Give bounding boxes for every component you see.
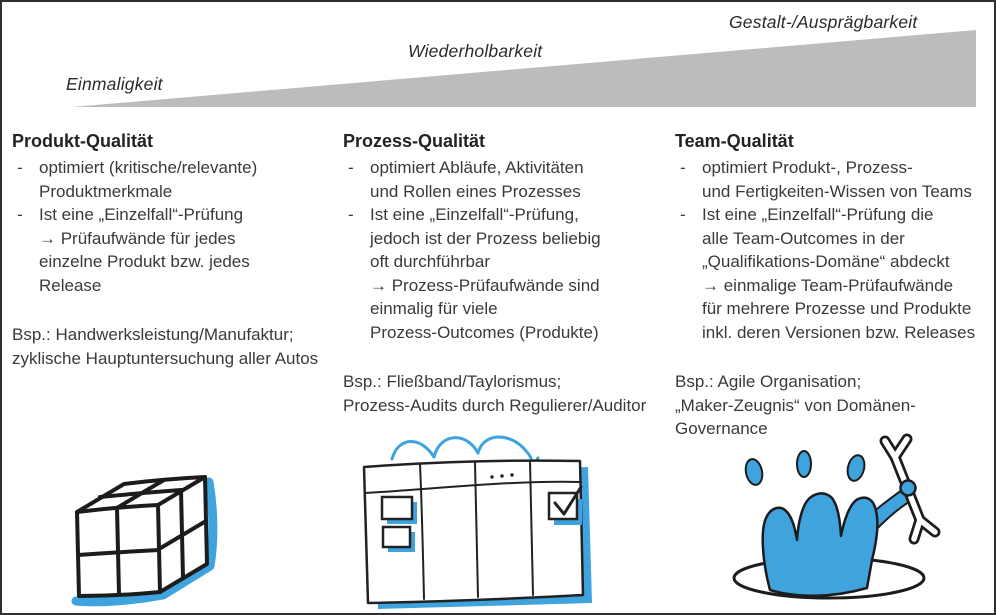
kanban-card (380, 495, 414, 521)
column-title: Team-Qualität (675, 131, 794, 151)
ramp-label-wiederholbarkeit: Wiederholbarkeit (408, 41, 543, 61)
example-text: Bsp.: Handwerksleistung/Manufaktur;zykli… (12, 325, 319, 368)
bullet-text: Ist eine „Einzelfall“-Prüfung→ Prüfaufwä… (39, 205, 250, 295)
cube-blue-shadow (71, 477, 218, 607)
process-kanban-board-illustration (362, 435, 592, 609)
board-outline (362, 459, 585, 605)
wrench-joint (899, 479, 917, 497)
product-cube-illustration (71, 475, 218, 607)
column-title: Prozess-Qualität (343, 131, 486, 151)
bullet-list: -optimiert Produkt-, Prozess-und Fertigk… (675, 156, 994, 344)
bullet-marker: - (348, 205, 354, 224)
example-text: Bsp.: Fließband/Taylorismus;Prozess-Audi… (343, 372, 647, 415)
bullet-item: -optimiert (kritische/relevante)Produktm… (12, 156, 336, 203)
bullet-marker: - (17, 205, 23, 224)
bullet-marker: - (680, 158, 686, 177)
ellipsis-dots (490, 473, 514, 479)
bullet-item: -optimiert Produkt-, Prozess-und Fertigk… (675, 156, 994, 203)
board-grid (364, 460, 582, 600)
ramp-label-gestalt-auspraegbarkeit: Gestalt-/Ausprägbarkeit (729, 12, 918, 32)
bullet-item: -Ist eine „Einzelfall“-Prüfung→ Prüfaufw… (12, 203, 336, 297)
column-produkt-qualitaet: Produkt-Qualität -optimiert (kritische/r… (12, 129, 336, 370)
checkmark-icon (553, 485, 583, 516)
column-team-qualitaet: Team-Qualität -optimiert Produkt-, Proze… (675, 129, 994, 441)
column-title: Produkt-Qualität (12, 131, 154, 151)
team-splash-wrench-illustration (732, 433, 941, 600)
kanban-card (381, 525, 412, 549)
bullet-marker: - (348, 158, 354, 177)
cube-edges (75, 475, 208, 596)
bullet-list: -optimiert (kritische/relevante)Produktm… (12, 156, 336, 297)
bullet-item: -Ist eine „Einzelfall“-Prüfung,jedoch is… (343, 203, 673, 344)
example-text: Bsp.: Agile Organisation;„Maker-Zeugnis“… (675, 372, 916, 438)
ramp-label-einmaligkeit: Einmaligkeit (66, 74, 163, 94)
splash-crown (761, 492, 879, 597)
column-prozess-qualitaet: Prozess-Qualität -optimiert Abläufe, Akt… (343, 129, 673, 417)
bullet-text: optimiert (kritische/relevante)Produktme… (39, 158, 258, 201)
bullet-text: Ist eine „Einzelfall“-Prüfung,jedoch ist… (370, 205, 601, 342)
ramp-triangle (72, 30, 976, 107)
bullet-text: optimiert Produkt-, Prozess-und Fertigke… (702, 158, 972, 201)
bullet-marker: - (680, 205, 686, 224)
bullet-marker: - (17, 158, 23, 177)
maturity-ramp-wedge (72, 30, 976, 107)
splash-droplets (744, 450, 866, 486)
